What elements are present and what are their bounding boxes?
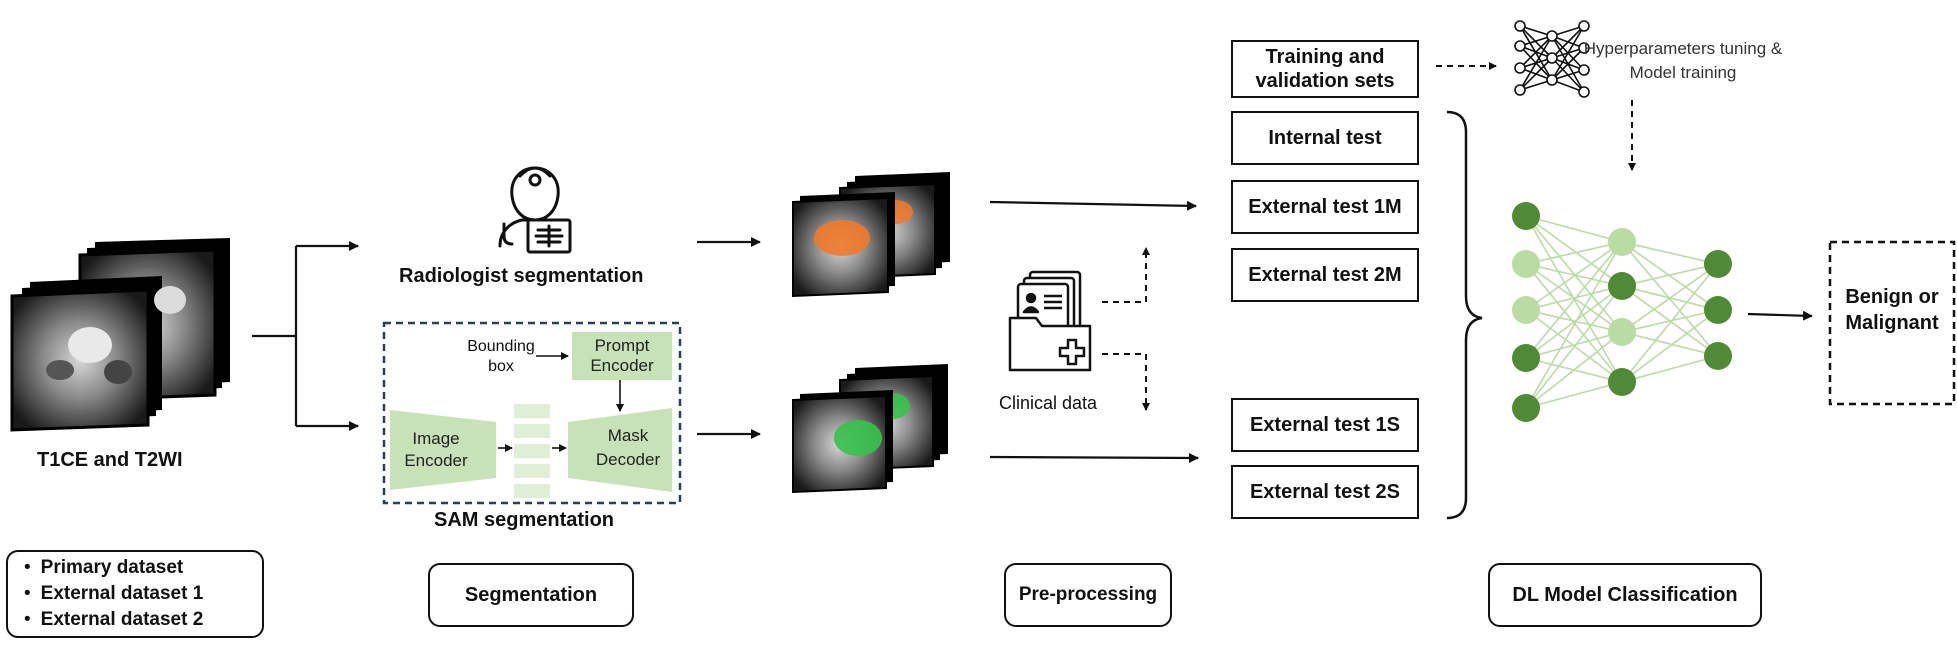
internal-test-box: Internal test [1231, 111, 1419, 165]
mri-stack-input [10, 238, 230, 432]
radiologist-icon [498, 166, 572, 254]
input-branch-arrows [252, 241, 359, 431]
neural-network-icon [1514, 20, 1590, 98]
training-validation-box: Training and validation sets [1231, 40, 1419, 98]
clinical-data-icon [1008, 270, 1092, 372]
mri-stack-sam [792, 364, 948, 494]
mask-decoder-shape [568, 408, 672, 492]
dataset-item-external-2: External dataset 2 [24, 607, 204, 633]
external-test-1s-box: External test 1S [1231, 398, 1419, 452]
external-test-1m-box: External test 1M [1231, 180, 1419, 234]
arrow-to-output [1747, 310, 1813, 321]
radiologist-segmentation-label: Radiologist segmentation [399, 265, 644, 287]
hyperparameters-label: Hyperparameters tuning & Model training [1583, 39, 1783, 82]
sam-frame [382, 321, 682, 505]
dataset-item-external-1: External dataset 1 [24, 581, 204, 607]
clinical-data-label: Clinical data [999, 393, 1098, 413]
dl-classification-stage-box: DL Model Classification [1488, 563, 1762, 627]
output-label: Benign or Malignant [1845, 286, 1939, 334]
sam-segmentation-label: SAM segmentation [434, 509, 615, 531]
classifier-network [1512, 202, 1732, 422]
datasets-box: Primary dataset External dataset 1 Exter… [6, 550, 264, 638]
image-encoder-label: Image Encoder [404, 429, 468, 470]
arrow-to-external-m [989, 200, 1197, 211]
input-label: T1CE and T2WI [37, 449, 183, 471]
segmentation-stage-box: Segmentation [428, 563, 634, 627]
prompt-encoder: Prompt Encoder [572, 332, 672, 380]
output-frame [1828, 240, 1956, 406]
mask-decoder-label: Mask Decoder [595, 426, 661, 469]
bounding-box-label: Bounding box [467, 338, 535, 375]
test-sets-brace [1446, 110, 1483, 520]
external-test-2s-box: External test 2S [1231, 465, 1419, 519]
clinical-dashed-arrows [1102, 247, 1150, 411]
preprocessing-stage-box: Pre-processing [1004, 563, 1172, 627]
sam-internals [390, 352, 672, 498]
image-encoder-shape [390, 410, 496, 490]
external-test-2m-box: External test 2M [1231, 248, 1419, 302]
dataset-item-primary: Primary dataset [24, 555, 203, 581]
mri-stack-radiologist [792, 172, 950, 298]
arrow-to-external-s [989, 452, 1199, 463]
